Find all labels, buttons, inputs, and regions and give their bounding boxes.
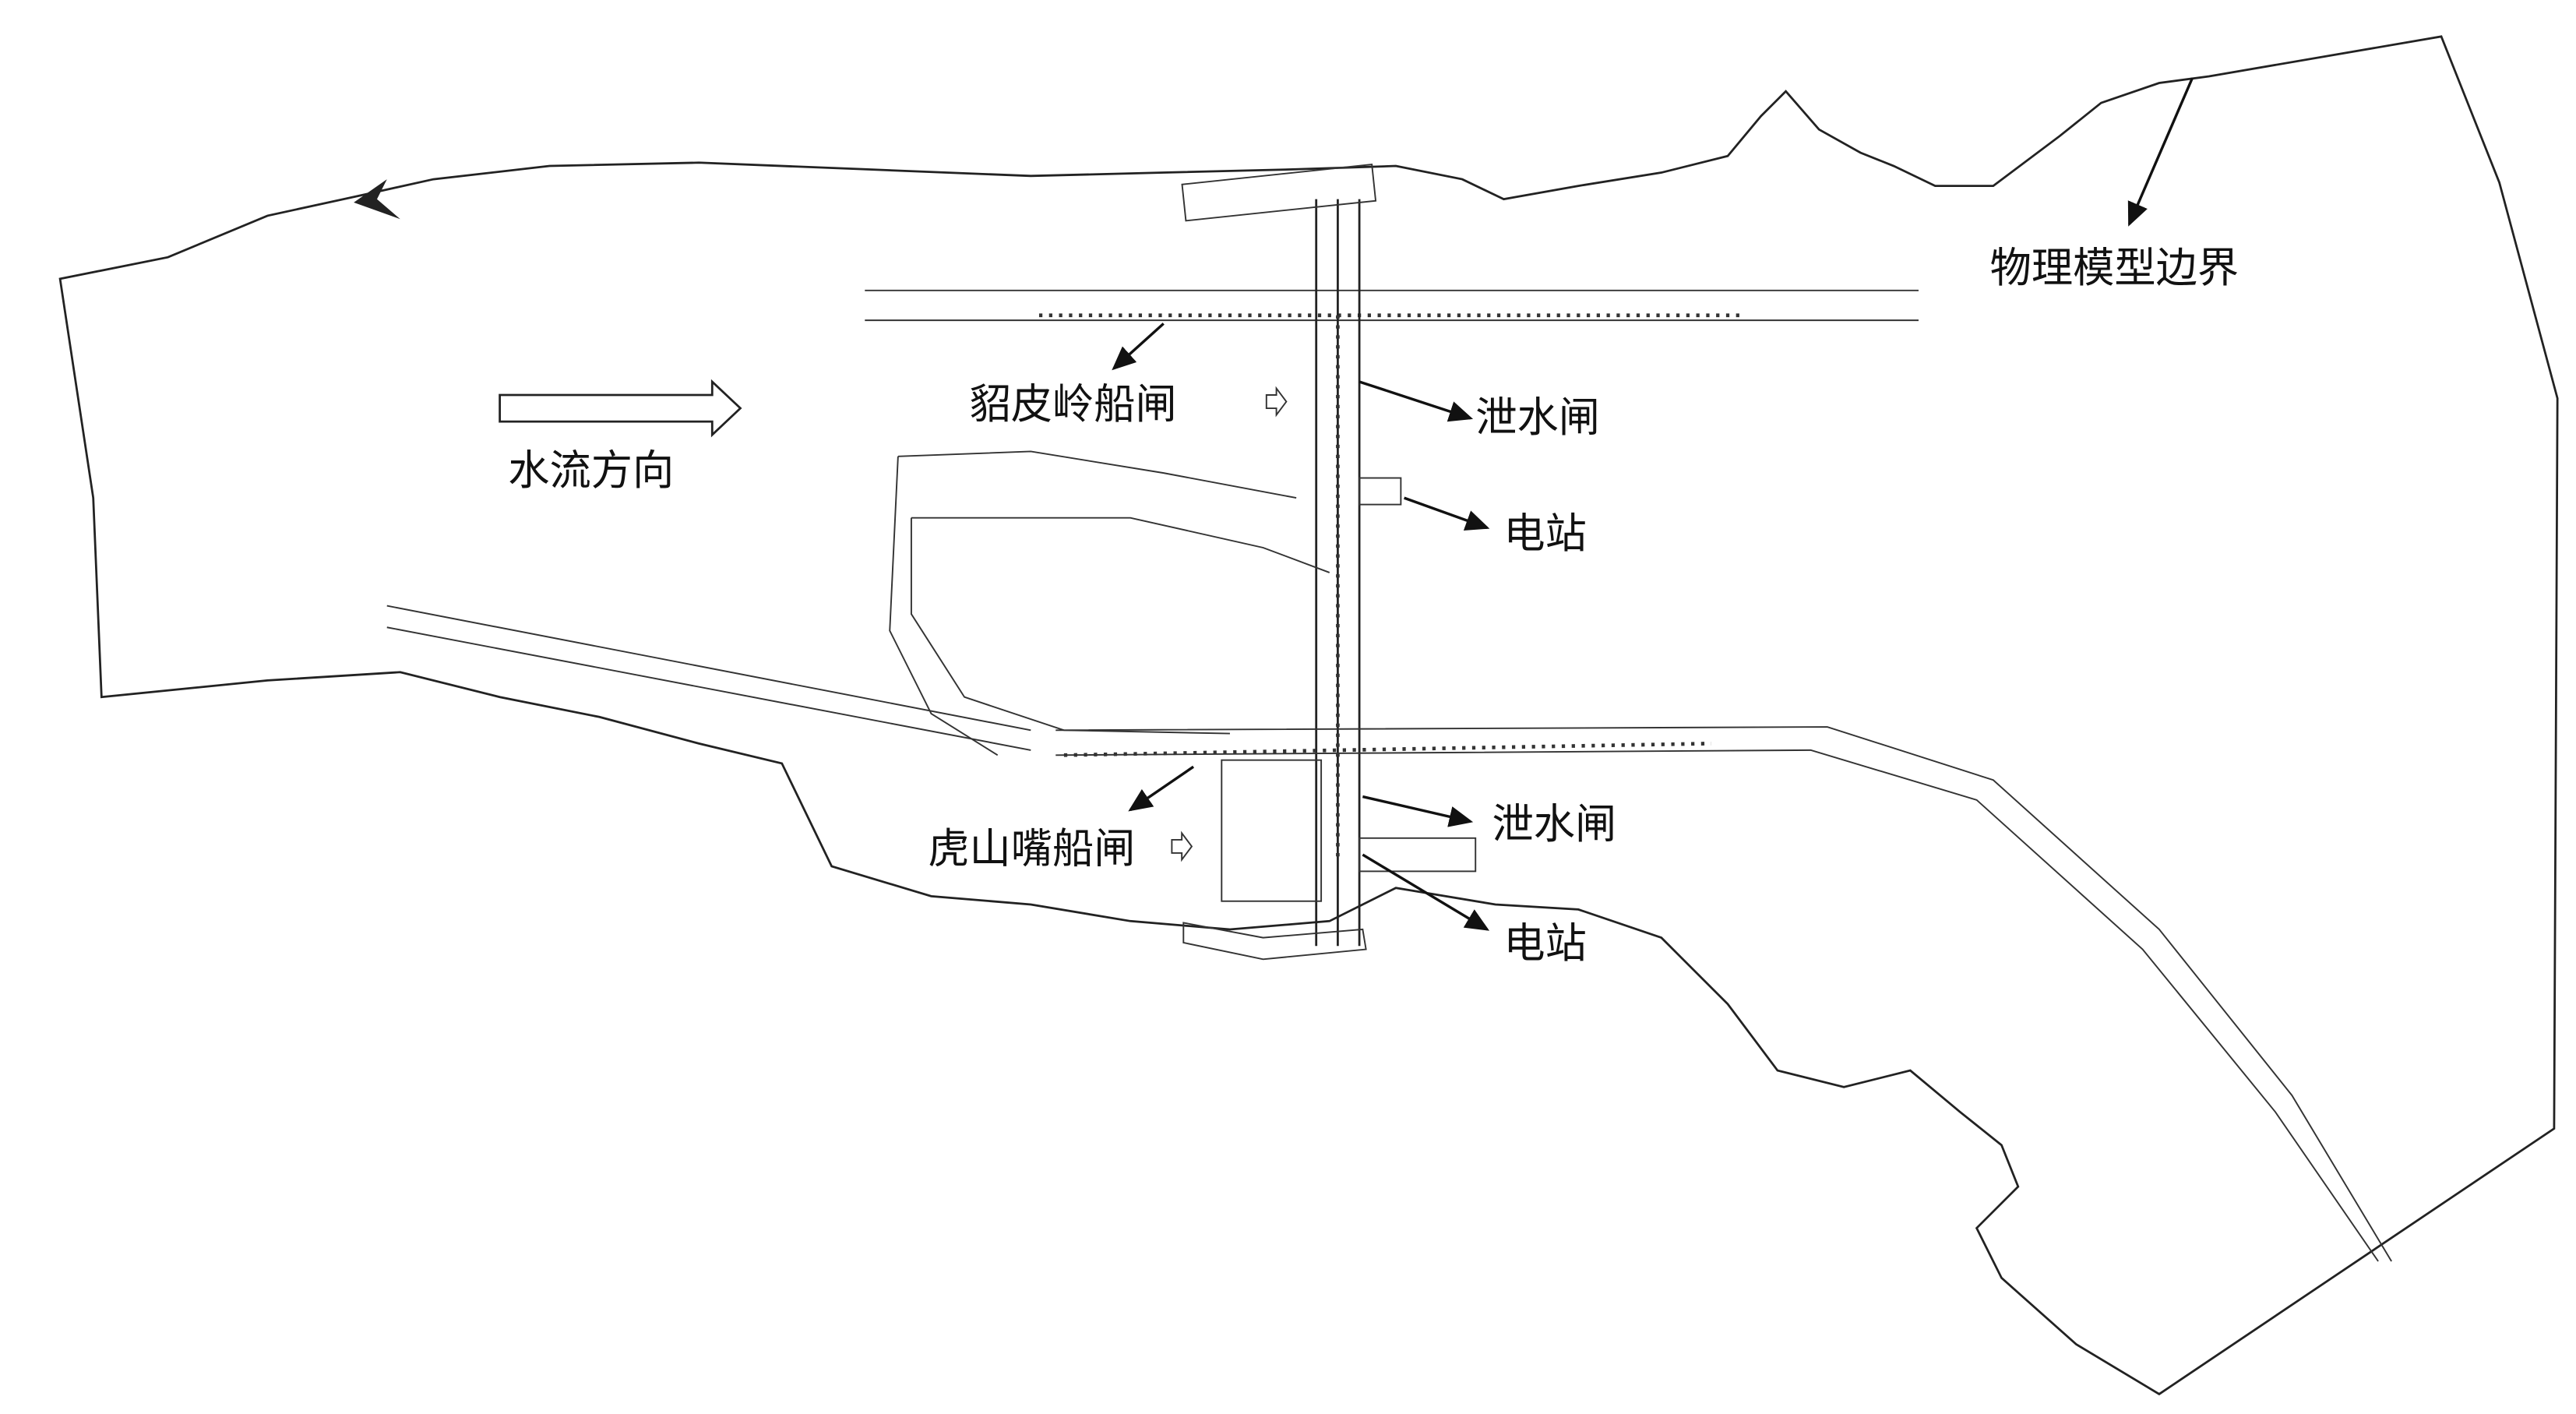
upper-approach-pier xyxy=(1181,164,1377,222)
upper-powerstation-block xyxy=(1358,477,1402,506)
island-outline xyxy=(889,450,1330,756)
sluice-lower-label: 泄水闸 xyxy=(1492,800,1617,848)
flow-direction-arrow xyxy=(499,379,742,438)
left-channel xyxy=(386,605,1031,751)
dam-axis xyxy=(1315,199,1361,947)
hushanzui-leader xyxy=(1128,765,1195,812)
lower-lock-flow-arrow xyxy=(1171,830,1193,862)
diaopiling-leader xyxy=(1112,323,1165,371)
lower-powerstation-block xyxy=(1358,837,1477,873)
model-boundary-outline xyxy=(58,35,2559,1396)
diaopiling-lock-label: 貂皮岭船闸 xyxy=(969,380,1176,428)
sluice-upper-label: 泄水闸 xyxy=(1475,393,1600,442)
power-upper-leader xyxy=(1404,496,1490,531)
lower-lock-chamber xyxy=(1221,759,1323,902)
power-lower-leader xyxy=(1362,853,1490,931)
powerstation-upper-label: 电站 xyxy=(1503,510,1587,558)
powerstation-lower-label: 电站 xyxy=(1503,919,1587,968)
upper-lock-flow-arrow xyxy=(1265,386,1288,418)
lower-lock-channel xyxy=(1055,726,2392,1262)
upper-lock-channel xyxy=(865,289,1919,322)
sluice-upper-leader xyxy=(1358,380,1474,422)
sluice-lower-leader xyxy=(1362,795,1474,827)
lower-gate-row xyxy=(1063,742,1711,757)
hushanzui-lock-label: 虎山嘴船闸 xyxy=(928,825,1135,873)
boundary-leader xyxy=(2127,77,2194,227)
lower-approach-pier xyxy=(1182,922,1367,961)
flow-direction-label: 水流方向 xyxy=(508,446,674,495)
model-boundary-label: 物理模型边界 xyxy=(1990,244,2239,292)
north-arrow-icon xyxy=(354,179,400,220)
